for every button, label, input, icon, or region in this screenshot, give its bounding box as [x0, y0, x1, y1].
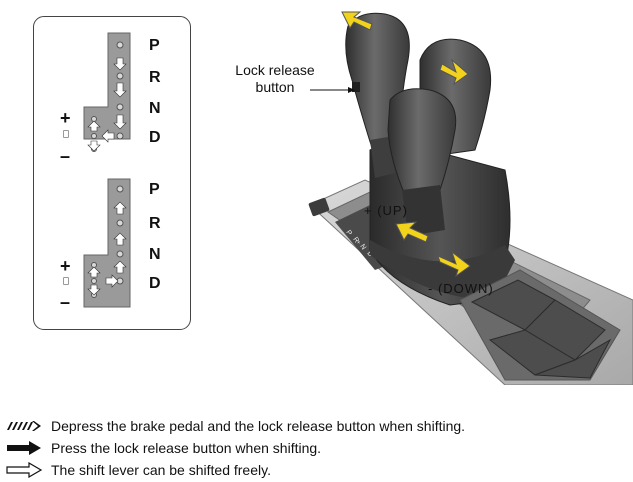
solid-arrow-icon — [101, 129, 115, 143]
manual-indicator — [63, 277, 69, 285]
yellow-arrow-up — [395, 221, 429, 243]
console-button-4 — [534, 338, 612, 379]
callout-arrowhead — [348, 87, 355, 93]
legend-text-hatched: Depress the brake pedal and the lock rel… — [51, 418, 466, 434]
outline-arrow-icon — [87, 284, 101, 296]
yellow-arrow-down-right — [439, 58, 469, 86]
outline-arrow-icon — [87, 266, 101, 278]
gate-dot-manual-center — [91, 133, 97, 139]
outline-arrow-icon — [105, 274, 119, 288]
gear-label-d: D — [149, 275, 161, 292]
legend-row-hatched: Depress the brake pedal and the lock rel… — [5, 416, 465, 436]
lock-release-button — [352, 82, 360, 92]
hatched-arrow-icon — [7, 421, 41, 431]
hatched-arrow-icon — [113, 57, 127, 71]
manual-plus-label: + — [60, 256, 71, 276]
manual-minus-label: – — [60, 146, 71, 166]
gate-dot-p — [116, 185, 124, 193]
gear-label-n: N — [149, 100, 161, 117]
shift-lever-front — [387, 88, 457, 196]
console-gear-r: R — [351, 236, 360, 244]
legend-text-solid: Press the lock release button when shift… — [51, 440, 322, 456]
gear-label-r: R — [149, 69, 161, 86]
gear-gate-panel: P R N D + – P R N D + – — [33, 16, 191, 330]
gear-label-r: R — [149, 215, 161, 232]
gate-dot-n — [116, 103, 124, 111]
outline-arrow-icon — [6, 462, 43, 478]
console-gear-p: P — [344, 229, 353, 237]
shift-lever-illustration: P R N D + — [308, 11, 633, 385]
outline-arrow-icon — [113, 201, 127, 215]
console-small-button — [308, 197, 330, 217]
gate-dot-d — [116, 132, 124, 140]
legend-text-outline: The shift lever can be shifted freely. — [51, 462, 271, 478]
solid-arrow-icon — [113, 82, 127, 98]
gear-label-p: P — [149, 181, 160, 198]
console-gear-n: N — [358, 243, 367, 251]
outline-arrow-icon — [87, 120, 101, 132]
manual-minus-label: – — [60, 292, 71, 312]
console-gear-plus: + — [354, 240, 361, 247]
manual-plus-label: + — [60, 108, 71, 128]
shift-up-label: + (UP) — [364, 203, 408, 218]
console-gear-d: D — [365, 250, 374, 258]
gear-label-p: P — [149, 37, 160, 54]
lock-release-callout: Lock release button — [235, 62, 315, 95]
legend-row-solid: Press the lock release button when shift… — [5, 438, 321, 458]
gate-dot-r — [116, 219, 124, 227]
solid-arrow-icon — [7, 441, 41, 455]
gate-dot-p — [116, 41, 124, 49]
gate-dot-manual-center — [91, 278, 97, 284]
manual-indicator — [63, 130, 69, 138]
gear-gate-graphics — [83, 32, 131, 308]
legend-row-outline: The shift lever can be shifted freely. — [5, 460, 271, 480]
shift-boot-base — [370, 240, 515, 300]
solid-arrow-icon — [113, 114, 127, 130]
outline-arrow-icon — [113, 232, 127, 246]
yellow-arrow-up-left — [341, 11, 373, 31]
gear-label-d: D — [149, 129, 161, 146]
gate-dot-r — [116, 72, 124, 80]
outline-arrow-icon — [113, 260, 127, 274]
outline-arrow-icon — [87, 140, 101, 152]
shift-down-label: - (DOWN) — [428, 281, 494, 296]
yellow-arrow-down — [437, 250, 471, 278]
gate-dot-n — [116, 250, 124, 258]
gear-label-n: N — [149, 246, 161, 263]
